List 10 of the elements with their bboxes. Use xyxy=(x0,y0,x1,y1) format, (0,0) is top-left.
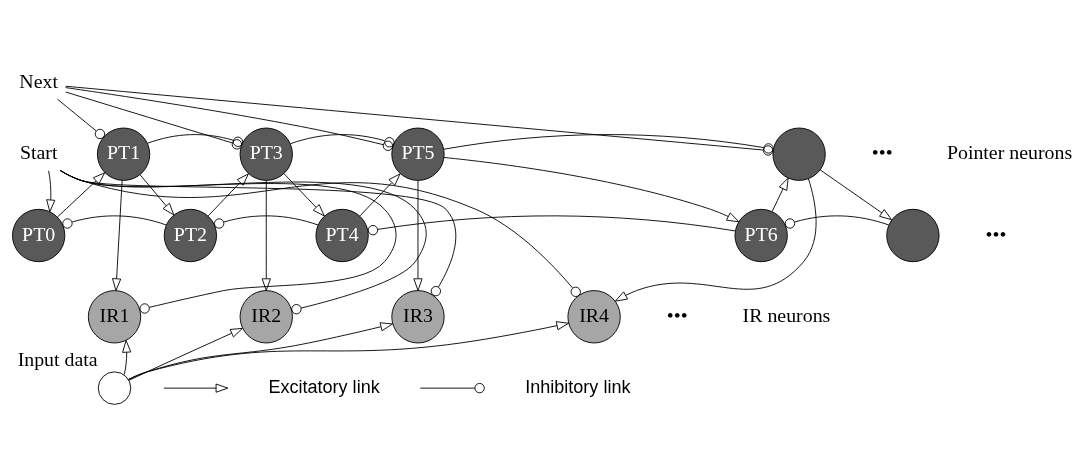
label: ••• xyxy=(985,222,1007,245)
label: IR neurons xyxy=(742,303,831,326)
node-label: Input data xyxy=(17,347,98,370)
legend-label: Inhibitory link xyxy=(525,376,631,397)
label: ••• xyxy=(666,303,688,326)
legend-label: Excitatory link xyxy=(268,376,380,397)
label: ••• xyxy=(871,140,893,163)
label: Pointer neurons xyxy=(946,140,1073,163)
node-text: Next xyxy=(19,69,58,92)
node-text: Start xyxy=(19,140,58,163)
